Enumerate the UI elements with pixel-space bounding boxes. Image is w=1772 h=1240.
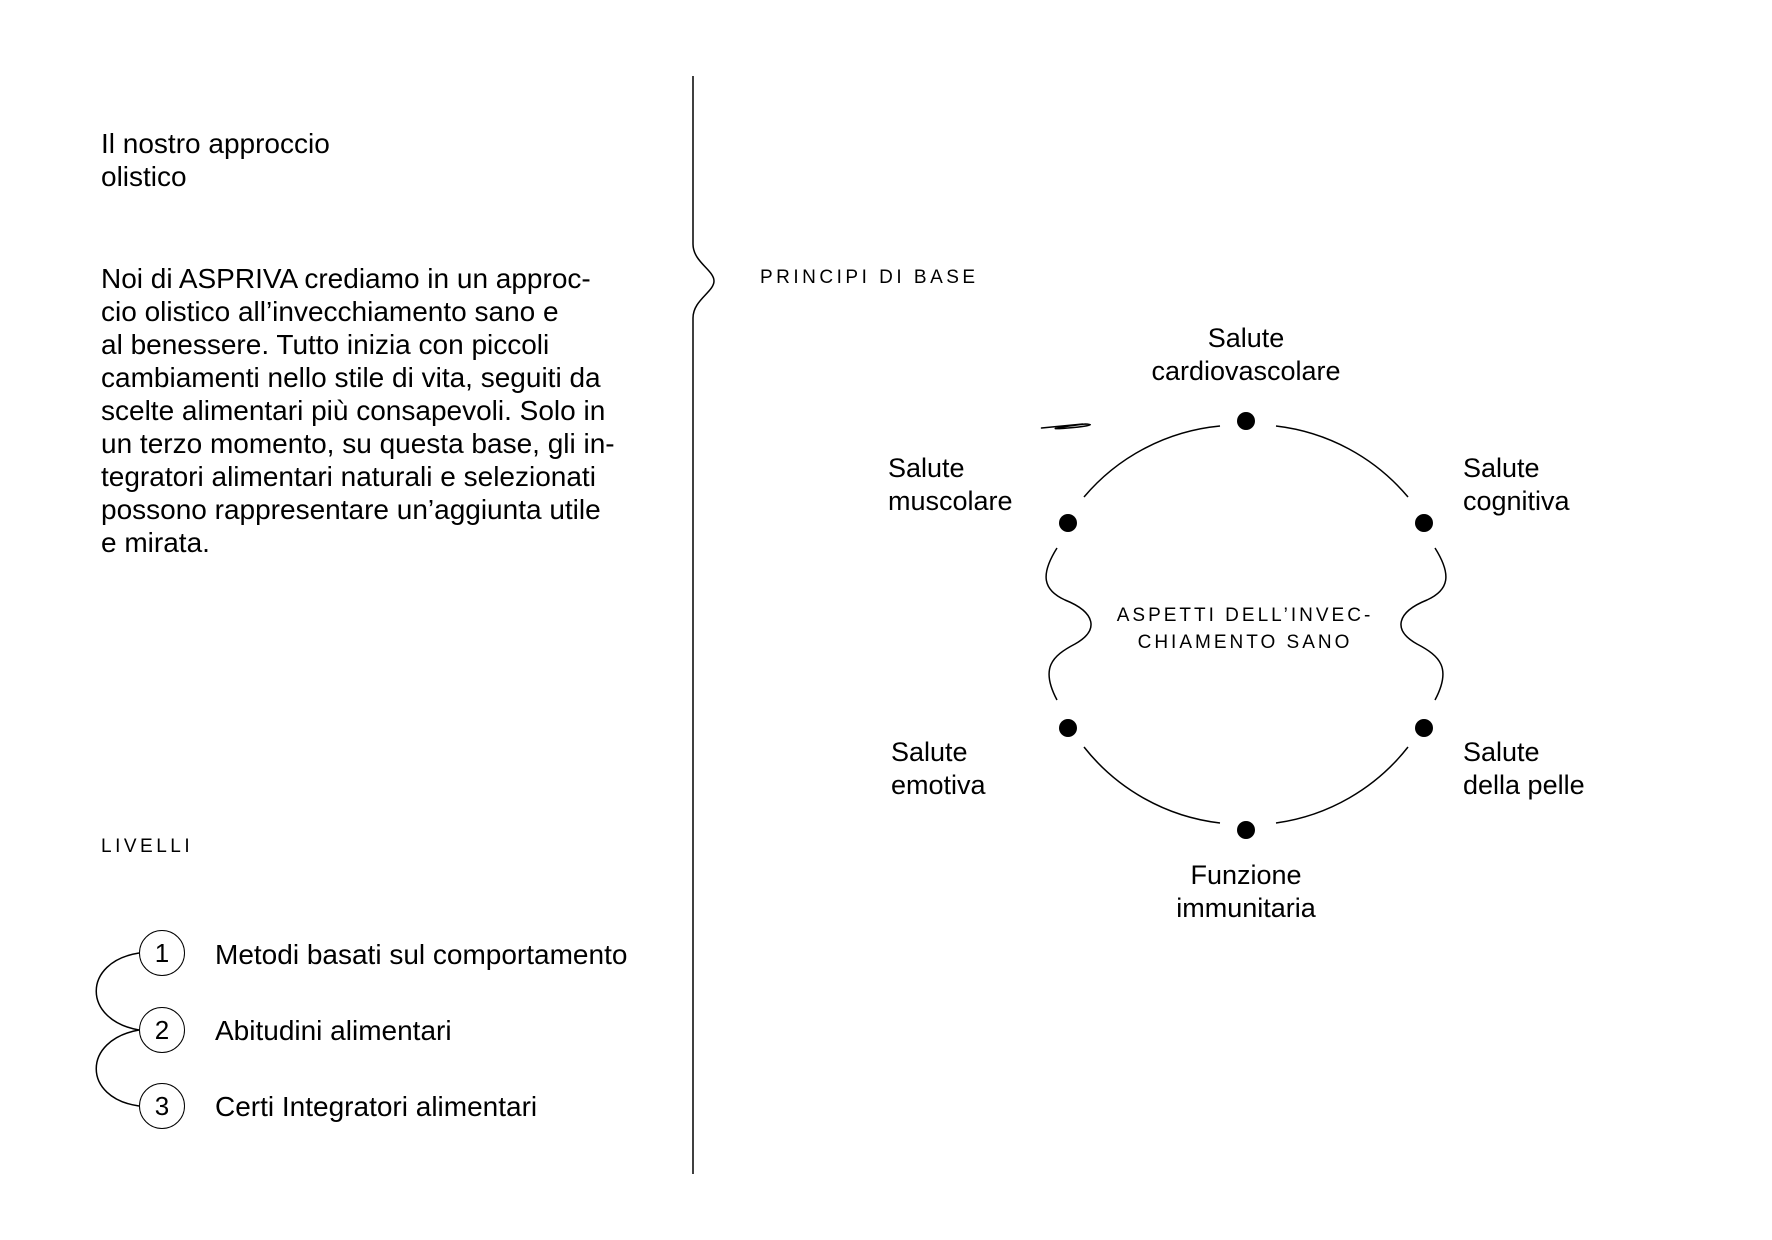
intro-line: un terzo momento, su questa base, gli in… xyxy=(101,428,615,459)
node-dot-upper-right xyxy=(1415,514,1433,532)
intro-line: possono rappresentare un’aggiunta utile xyxy=(101,494,601,525)
node-label-line: Funzione xyxy=(1190,860,1302,890)
column-divider-brace xyxy=(692,76,715,1174)
intro-line: tegratori alimentari naturali e selezion… xyxy=(101,461,596,492)
principles-heading: PRINCIPI DI BASE xyxy=(760,267,979,288)
node-label-bottom: Funzione immunitaria xyxy=(1146,859,1346,925)
title-line: olistico xyxy=(101,161,187,192)
node-dot-lower-left xyxy=(1059,719,1077,737)
level-number-2: 2 xyxy=(139,1007,185,1053)
node-label-line: Salute xyxy=(888,453,965,483)
node-label-line: immunitaria xyxy=(1176,893,1316,923)
intro-paragraph: Noi di ASPRIVA crediamo in un approc- ci… xyxy=(101,262,641,559)
node-label-top: Salute cardiovascolare xyxy=(1146,322,1346,388)
node-dot-lower-right xyxy=(1415,719,1433,737)
node-label-upper-left: Salute muscolare xyxy=(888,452,1013,518)
level-number-3: 3 xyxy=(139,1083,185,1129)
intro-line: scelte alimentari più consapevoli. Solo … xyxy=(101,395,606,426)
node-label-line: della pelle xyxy=(1463,770,1585,800)
center-label-line: ASPETTI DELL’INVEC- xyxy=(1116,605,1374,626)
node-label-lower-left: Salute emotiva xyxy=(891,736,986,802)
node-label-line: Salute xyxy=(1463,737,1540,767)
intro-line: al benessere. Tutto inizia con piccoli xyxy=(101,329,550,360)
arc-top-right xyxy=(1275,425,1409,498)
node-label-line: Salute xyxy=(1207,323,1285,353)
node-label-line: cognitiva xyxy=(1463,486,1570,516)
diagram-center-label: ASPETTI DELL’INVEC- CHIAMENTO SANO xyxy=(1092,602,1398,656)
node-label-line: Salute xyxy=(891,737,968,767)
node-dot-top xyxy=(1237,412,1255,430)
wave-right xyxy=(1400,547,1447,701)
intro-line: Noi di ASPRIVA crediamo in un approc- xyxy=(101,263,591,294)
arc-bottom-left xyxy=(1083,746,1221,824)
levels-heading: LIVELLI xyxy=(101,836,194,857)
intro-line: cio olistico all’invecchiamento sano e xyxy=(101,296,559,327)
diagram-ring xyxy=(1041,423,1092,430)
level-label-3: Certi Integratori alimentari xyxy=(215,1091,538,1122)
center-label-line: CHIAMENTO SANO xyxy=(1137,632,1353,653)
wave-left xyxy=(1045,547,1092,701)
node-label-line: muscolare xyxy=(888,486,1013,516)
node-label-line: emotiva xyxy=(891,770,986,800)
page-title: Il nostro approccio olistico xyxy=(101,127,521,193)
node-dot-upper-left xyxy=(1059,514,1077,532)
title-line: Il nostro approccio xyxy=(101,128,330,159)
node-label-line: Salute xyxy=(1463,453,1540,483)
arc-top-left xyxy=(1083,425,1221,498)
node-dot-bottom xyxy=(1237,821,1255,839)
arc-bottom-right xyxy=(1275,746,1409,824)
node-label-line: cardiovascolare xyxy=(1151,356,1341,386)
level-connector-1-2 xyxy=(95,952,140,1031)
node-label-lower-right: Salute della pelle xyxy=(1463,736,1585,802)
intro-line: e mirata. xyxy=(101,527,210,558)
intro-line: cambiamenti nello stile di vita, seguiti… xyxy=(101,362,601,393)
level-label-2: Abitudini alimentari xyxy=(215,1015,452,1046)
level-number-1: 1 xyxy=(139,930,185,976)
node-label-upper-right: Salute cognitiva xyxy=(1463,452,1570,518)
level-label-1: Metodi basati sul comportamento xyxy=(215,939,628,970)
level-connector-2-3 xyxy=(95,1029,140,1107)
